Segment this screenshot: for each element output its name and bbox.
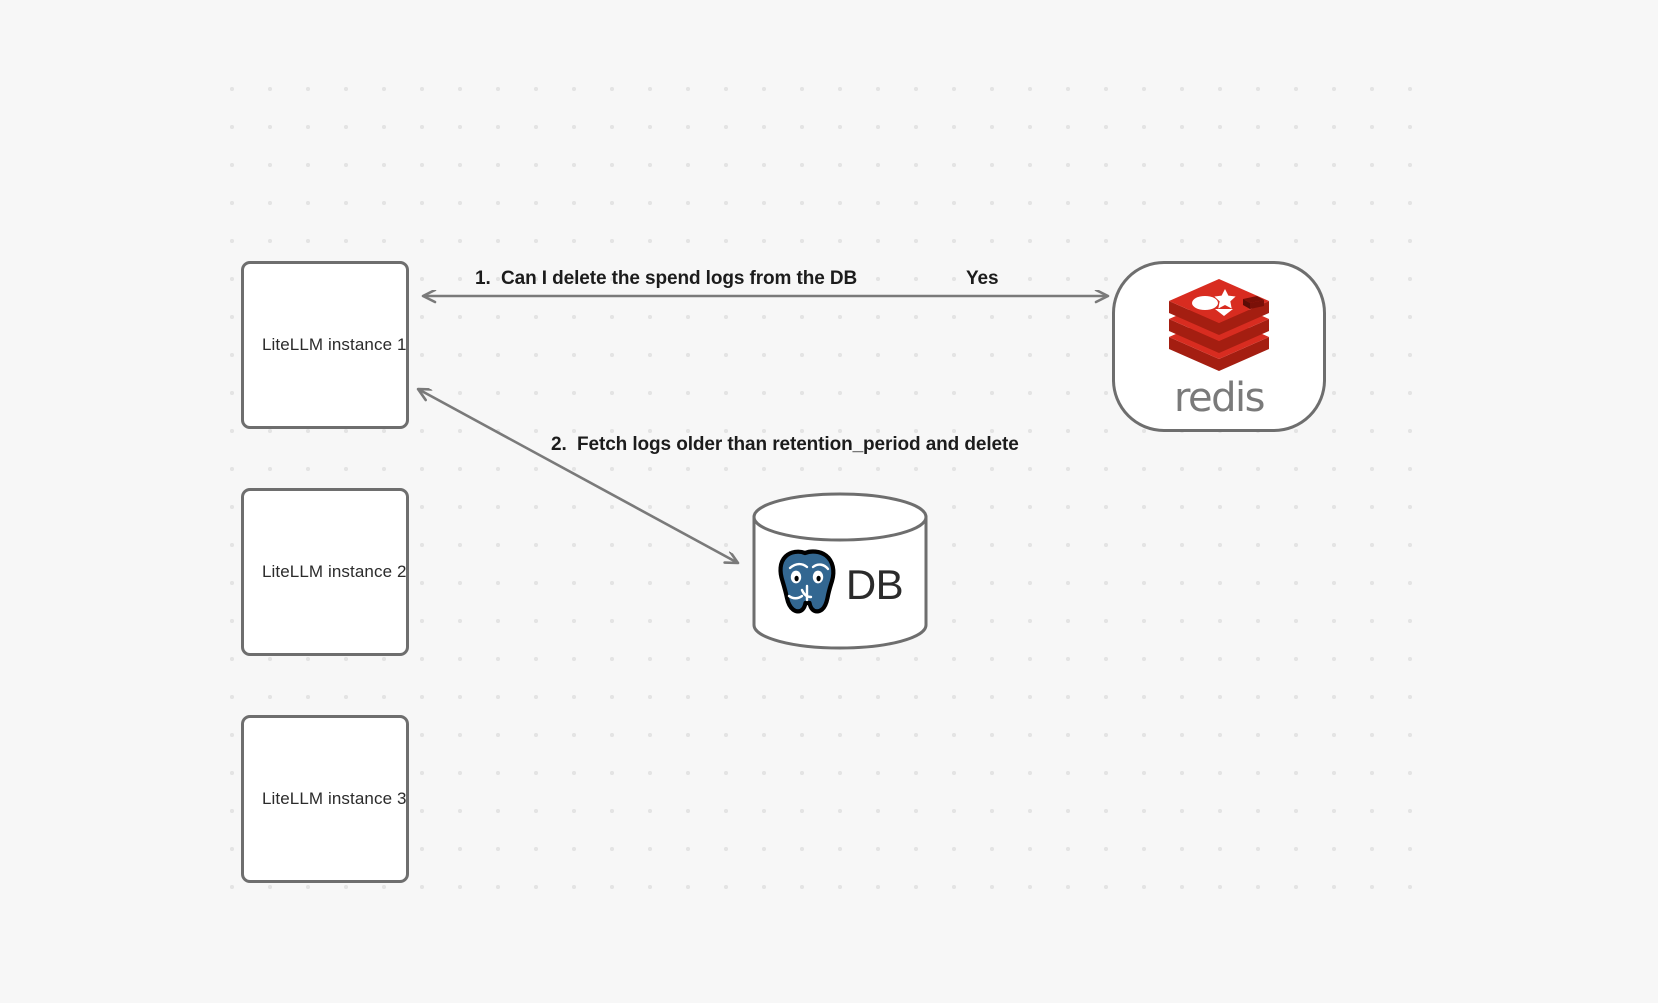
node-litellm-instance-1-label: LiteLLM instance 1 (262, 335, 407, 354)
node-litellm-instance-1[interactable]: LiteLLM instance 1 (241, 261, 409, 429)
node-redis[interactable]: redis (1112, 261, 1326, 432)
edge-1-question-label: 1. Can I delete the spend logs from the … (475, 268, 858, 289)
edge-1-answer-label: Yes (966, 268, 999, 289)
redis-wordmark: redis (1173, 375, 1266, 421)
node-litellm-instance-2[interactable]: LiteLLM instance 2 (241, 488, 409, 656)
postgresql-elephant-icon (777, 548, 845, 623)
edge-litellm1-to-db (418, 389, 738, 563)
redis-logo-icon (1165, 279, 1273, 376)
node-litellm-instance-2-label: LiteLLM instance 2 (262, 562, 407, 581)
node-database[interactable]: DB (752, 492, 928, 650)
node-litellm-instance-3[interactable]: LiteLLM instance 3 (241, 715, 409, 883)
node-litellm-instance-3-label: LiteLLM instance 3 (262, 789, 407, 808)
edge-2-label: 2. Fetch logs older than retention_perio… (551, 434, 1019, 455)
db-label: DB (845, 561, 904, 608)
